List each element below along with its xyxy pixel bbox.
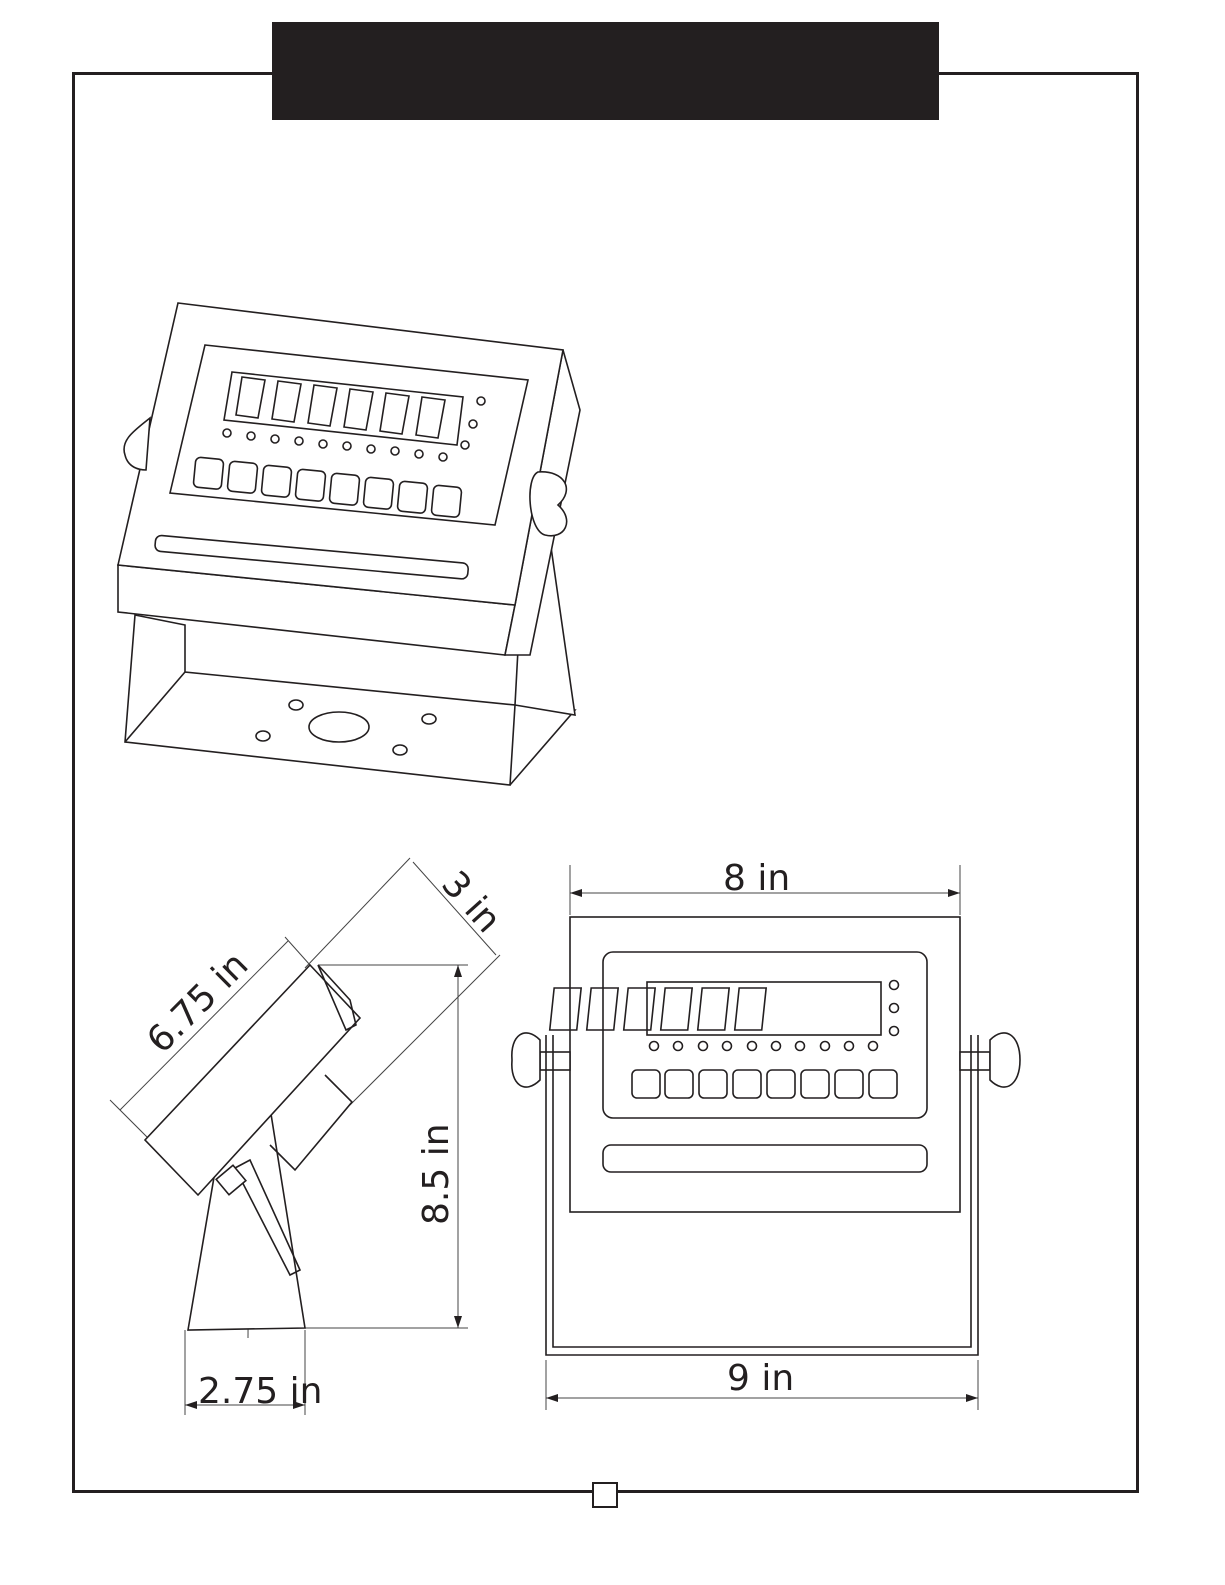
- indicator-body: [118, 303, 580, 655]
- perspective-view: [118, 303, 580, 785]
- front-view: 8 in: [512, 858, 1020, 1410]
- left-knob: [124, 418, 150, 470]
- dimension-height: 8.5 in: [416, 1123, 457, 1225]
- page-number-box: [592, 1482, 618, 1508]
- left-knob-front: [512, 1033, 570, 1087]
- dimension-depth: 3 in: [433, 864, 508, 941]
- dimension-bracket-width: 9 in: [727, 1358, 794, 1399]
- right-knob-front: [960, 1033, 1020, 1087]
- dimension-base-width: 2.75 in: [198, 1371, 322, 1412]
- side-view: 3 in 6.75 in 8.5 in 2.75 in: [110, 858, 509, 1415]
- dimension-width: 8 in: [723, 858, 790, 899]
